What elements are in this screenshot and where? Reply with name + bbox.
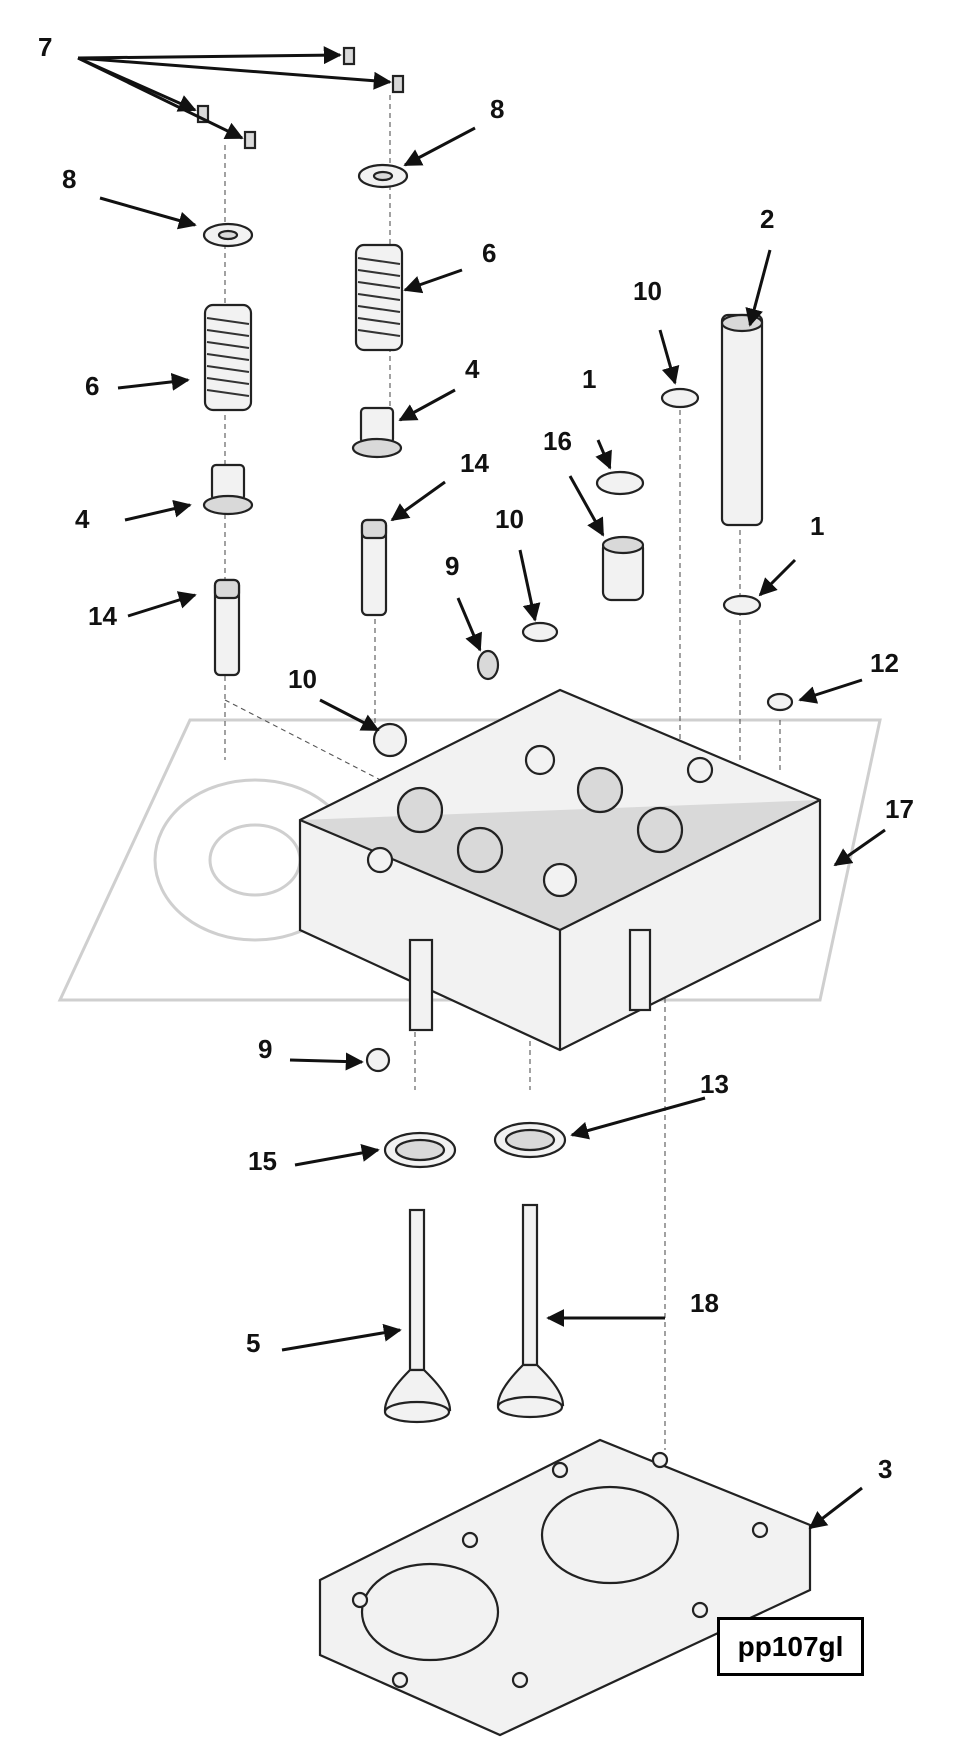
- valve-springs: [203, 243, 404, 412]
- callout-14-left: 14: [88, 601, 117, 631]
- callout-4-left: 4: [75, 504, 90, 534]
- callout-13: 13: [700, 1069, 729, 1099]
- callout-6-left: 6: [85, 371, 99, 401]
- valve-guides: [213, 518, 388, 677]
- callout-15: 15: [248, 1146, 277, 1176]
- injector-sleeve: [720, 313, 764, 527]
- valves: [383, 1203, 565, 1424]
- callout-14-right: 14: [460, 448, 489, 478]
- valve-seat-inserts: [383, 1121, 567, 1169]
- plug-part-12: [766, 692, 794, 712]
- callout-2: 2: [760, 204, 774, 234]
- callout-10-left: 10: [288, 664, 317, 694]
- valve-stem-seals: [202, 406, 403, 516]
- callout-3: 3: [878, 1454, 892, 1484]
- o-rings: [365, 387, 762, 1073]
- spring-retainers: [202, 163, 409, 248]
- callout-12: 12: [870, 648, 899, 678]
- callout-8-right: 8: [490, 94, 504, 124]
- callout-labels: 7 8 8 6 6 4 4 14 14 2 10 1 16 10 1 9 12 …: [38, 32, 914, 1484]
- head-gasket: [318, 1438, 812, 1737]
- callout-6-right: 6: [482, 238, 496, 268]
- callout-1-top: 1: [582, 364, 596, 394]
- plug-part-9: [476, 649, 500, 681]
- callout-10-middle: 10: [495, 504, 524, 534]
- cylinder-head: [298, 688, 822, 1052]
- callout-7: 7: [38, 32, 52, 62]
- sleeve-part-16: [601, 535, 645, 602]
- callout-10-top: 10: [633, 276, 662, 306]
- callout-9-top: 9: [445, 551, 459, 581]
- valve-keepers: [196, 46, 405, 150]
- figure-reference-label: pp107gl: [717, 1617, 864, 1676]
- callout-8-left: 8: [62, 164, 76, 194]
- guide-lines: [224, 95, 781, 1450]
- callout-1-right: 1: [810, 511, 824, 541]
- callout-9-bottom: 9: [258, 1034, 272, 1064]
- leader-arrows: [77, 46, 886, 1530]
- callout-4-right: 4: [465, 354, 480, 384]
- callout-17: 17: [885, 794, 914, 824]
- callout-5: 5: [246, 1328, 260, 1358]
- callout-16: 16: [543, 426, 572, 456]
- callout-18: 18: [690, 1288, 719, 1318]
